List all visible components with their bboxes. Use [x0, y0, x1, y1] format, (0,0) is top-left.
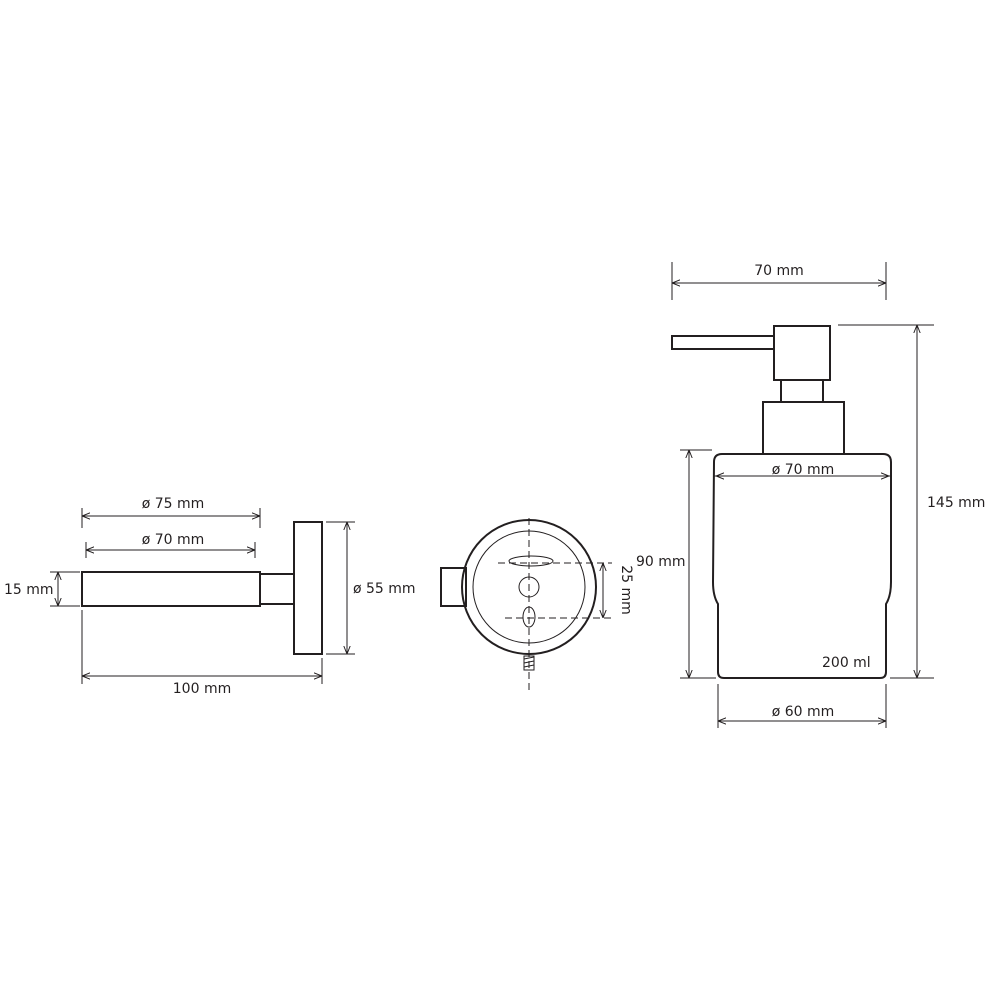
upper-slot-hole: [508, 555, 554, 567]
capacity-label: 200 ml: [822, 655, 871, 671]
pump-collar: [762, 401, 845, 455]
bottle-outline: [711, 453, 892, 679]
wall-plate: [293, 521, 323, 655]
dim-label-top-width-70: 70 mm: [754, 263, 804, 279]
dim-label-bottle-diameter-70: ø 70 mm: [772, 462, 835, 478]
arm-stub: [440, 567, 467, 607]
lower-keyhole: [522, 606, 536, 628]
side-view: ø 75 mm ø 70 mm 15 mm ø 55 mm 100 mm: [4, 496, 416, 697]
dim-label-bottle-height-90: 90 mm: [636, 554, 686, 570]
pump-spout: [671, 335, 775, 350]
center-hole: [518, 576, 540, 598]
pump-stem: [780, 379, 824, 403]
pump-head: [773, 325, 831, 381]
dim-label-diameter-55: ø 55 mm: [353, 581, 416, 597]
screw-icon: [523, 655, 535, 671]
dim-label-hole-spacing-25: 25 mm: [618, 565, 634, 615]
holder-neck: [259, 573, 295, 605]
dim-label-height-15: 15 mm: [4, 582, 54, 598]
holder-arm: [81, 571, 261, 607]
dim-label-total-height-145: 145 mm: [927, 495, 985, 511]
dim-label-diameter-70: ø 70 mm: [142, 532, 205, 548]
rear-view: 25 mm: [440, 518, 634, 690]
dim-label-length-100: 100 mm: [173, 681, 231, 697]
dispenser-view: 70 mm ø 70 mm 90 mm 145 mm 200 ml ø 60 m…: [636, 262, 985, 728]
dim-label-diameter-75: ø 75 mm: [142, 496, 205, 512]
dim-label-base-diameter-60: ø 60 mm: [772, 704, 835, 720]
